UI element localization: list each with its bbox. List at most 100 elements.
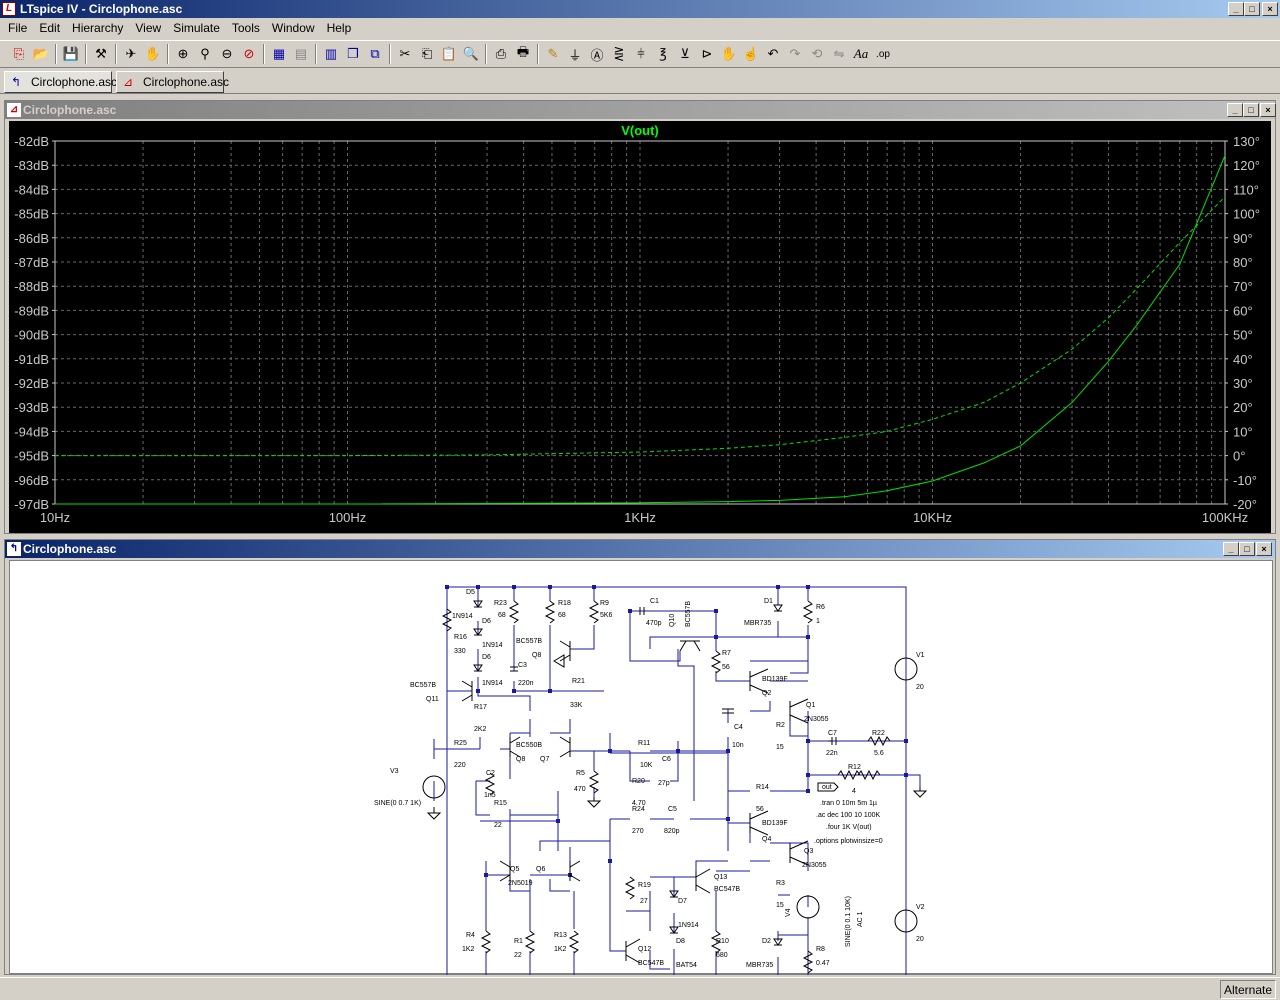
zoom-in-icon[interactable]: ⊕ <box>177 46 189 61</box>
label-C2-value: 1n5 <box>484 792 496 799</box>
label-R11-value: 10K <box>640 762 653 769</box>
label-R2-value: 15 <box>776 744 784 751</box>
text-icon[interactable]: Aa <box>853 46 869 61</box>
inductor-icon[interactable]: ℥ <box>659 46 667 61</box>
plot-maximize-button[interactable]: □ <box>1243 103 1259 117</box>
y-right-tick-label: 30° <box>1233 376 1253 391</box>
save-icon[interactable]: 💾 <box>62 46 80 61</box>
close-all-icon[interactable]: ⧉ <box>370 46 380 61</box>
label-V4-value: SINE(0 0.1 10K) <box>845 896 852 947</box>
mirror-icon[interactable]: ⇋ <box>833 46 845 61</box>
open-icon[interactable]: 📂 <box>32 46 50 61</box>
menu-view[interactable]: View <box>135 21 162 35</box>
rotate-icon[interactable]: ⟲ <box>811 46 823 61</box>
label-net-icon[interactable]: Ⓐ <box>590 47 604 63</box>
schematic-close-button[interactable]: × <box>1256 542 1272 556</box>
draw-wire-icon[interactable]: ✎ <box>547 46 559 61</box>
tab-waveform[interactable]: ⊿ Circlophone.asc <box>116 71 229 93</box>
y-left-tick-label: -91dB <box>14 352 49 367</box>
print-icon[interactable]: 🖶 <box>516 44 530 59</box>
label-R25-value: 220 <box>454 762 466 769</box>
menu-edit[interactable]: Edit <box>39 21 61 35</box>
run-icon[interactable]: ✈ <box>125 46 137 61</box>
waveform-plot[interactable]: -82dB-83dB-84dB-85dB-86dB-87dB-88dB-89dB… <box>9 121 1271 533</box>
label-C1: C1 <box>650 598 659 605</box>
maximize-button[interactable]: □ <box>1244 2 1260 16</box>
schematic-window-icon: ↰ <box>7 542 21 556</box>
paste-icon[interactable]: 📋 <box>440 46 458 61</box>
label-C6: C6 <box>662 756 671 763</box>
undo-icon[interactable]: ↶ <box>767 46 779 61</box>
label-R9: R9 <box>600 600 609 607</box>
y-right-tick-label: 70° <box>1233 279 1253 294</box>
label-R1: R1 <box>514 938 523 945</box>
bode-plot-svg[interactable]: -82dB-83dB-84dB-85dB-86dB-87dB-88dB-89dB… <box>9 121 1271 533</box>
schematic-window-title: Circlophone.asc <box>23 542 117 556</box>
menu-file[interactable]: File <box>8 21 28 35</box>
autorange-icon[interactable]: ▦ <box>272 46 286 61</box>
plot-window[interactable]: ⊿ Circlophone.asc _ □ × -82dB-83dB-84dB-… <box>4 100 1276 534</box>
label-R21: R21 <box>572 678 585 685</box>
zoom-fit-icon[interactable]: ⊘ <box>243 46 255 61</box>
label-R19-value: 27 <box>640 898 648 905</box>
capacitor-icon[interactable]: ⫩ <box>637 46 645 61</box>
label-Q8b: Q8 <box>516 756 525 763</box>
zoom-out-icon[interactable]: ⊖ <box>221 46 233 61</box>
y-right-tick-label: 120° <box>1233 158 1260 173</box>
label-R18-value: 68 <box>558 612 566 619</box>
label-V4: V4 <box>785 908 792 917</box>
schematic-minimize-button[interactable]: _ <box>1223 542 1239 556</box>
tab-label: Circlophone.asc <box>143 75 230 89</box>
plot-close-button[interactable]: × <box>1260 103 1276 117</box>
drag-icon[interactable]: ☝ <box>742 46 760 61</box>
plot-minimize-button[interactable]: _ <box>1227 103 1243 117</box>
close-button[interactable]: × <box>1262 2 1278 16</box>
status-bar: Alternate <box>0 977 1280 1000</box>
schematic-maximize-button[interactable]: □ <box>1239 542 1255 556</box>
schematic-window-title-bar: ↰ Circlophone.asc _ □ × <box>5 540 1275 558</box>
tab-schematic[interactable]: ↰ Circlophone.asc <box>4 71 117 93</box>
waveform-window-icon: ⊿ <box>7 103 21 117</box>
label-R6-value: 1 <box>816 618 820 625</box>
menu-hierarchy[interactable]: Hierarchy <box>72 21 124 35</box>
menu-simulate[interactable]: Simulate <box>173 21 220 35</box>
schematic-canvas[interactable]: D5 1N914 D6 1N914 D6 1N914 R16 330 R23 6… <box>9 560 1274 986</box>
menu-help[interactable]: Help <box>326 21 352 35</box>
component-icon[interactable]: ⊳ <box>701 46 713 61</box>
redo-icon[interactable]: ↷ <box>789 46 801 61</box>
cascade-icon[interactable]: ❐ <box>347 46 359 61</box>
label-R5-value: 470 <box>574 786 586 793</box>
halt-icon[interactable]: ✋ <box>144 46 162 61</box>
chart-title: V(out) <box>621 123 659 138</box>
cut-icon[interactable]: ✂ <box>399 46 411 61</box>
label-R8-value: 0.47 <box>816 960 830 967</box>
y-left-tick-label: -95dB <box>14 449 49 464</box>
spice-directive-icon[interactable]: .op <box>876 48 890 60</box>
resistor-icon[interactable]: ⋛ <box>613 46 625 61</box>
schematic-svg[interactable]: D5 1N914 D6 1N914 D6 1N914 R16 330 R23 6… <box>10 561 1274 986</box>
x-tick-label: 100Hz <box>329 510 367 525</box>
minimize-button[interactable]: _ <box>1228 2 1244 16</box>
y-left-tick-label: -97dB <box>14 497 49 512</box>
ground-icon[interactable]: ⏚ <box>568 47 582 63</box>
zoom-pan-icon[interactable]: ⚲ <box>200 46 210 61</box>
tile-icon[interactable]: ▥ <box>324 46 338 61</box>
manual-limits-icon[interactable]: ▤ <box>294 46 308 61</box>
diode-icon[interactable]: ⊻ <box>680 46 690 61</box>
label-R25: R25 <box>454 740 467 747</box>
schematic-window[interactable]: ↰ Circlophone.asc _ □ × <box>4 539 1276 986</box>
menu-tools[interactable]: Tools <box>231 21 260 35</box>
control-panel-icon[interactable]: ⚒ <box>95 46 107 61</box>
label-R20: R20 <box>632 778 645 785</box>
copy-icon[interactable]: ⎗ <box>421 46 433 61</box>
label-R8: R8 <box>816 946 825 953</box>
label-R12: R12 <box>848 764 861 771</box>
menu-window[interactable]: Window <box>271 21 315 35</box>
label-D8-value: BAT54 <box>676 962 697 969</box>
find-icon[interactable]: 🔍 <box>462 46 480 61</box>
print-setup-icon[interactable]: ⎙ <box>495 46 507 61</box>
label-R7: R7 <box>722 650 731 657</box>
move-icon[interactable]: ✋ <box>720 46 738 61</box>
toolbar-separator <box>389 44 391 64</box>
new-schematic-icon[interactable]: ⎘ <box>13 46 25 61</box>
